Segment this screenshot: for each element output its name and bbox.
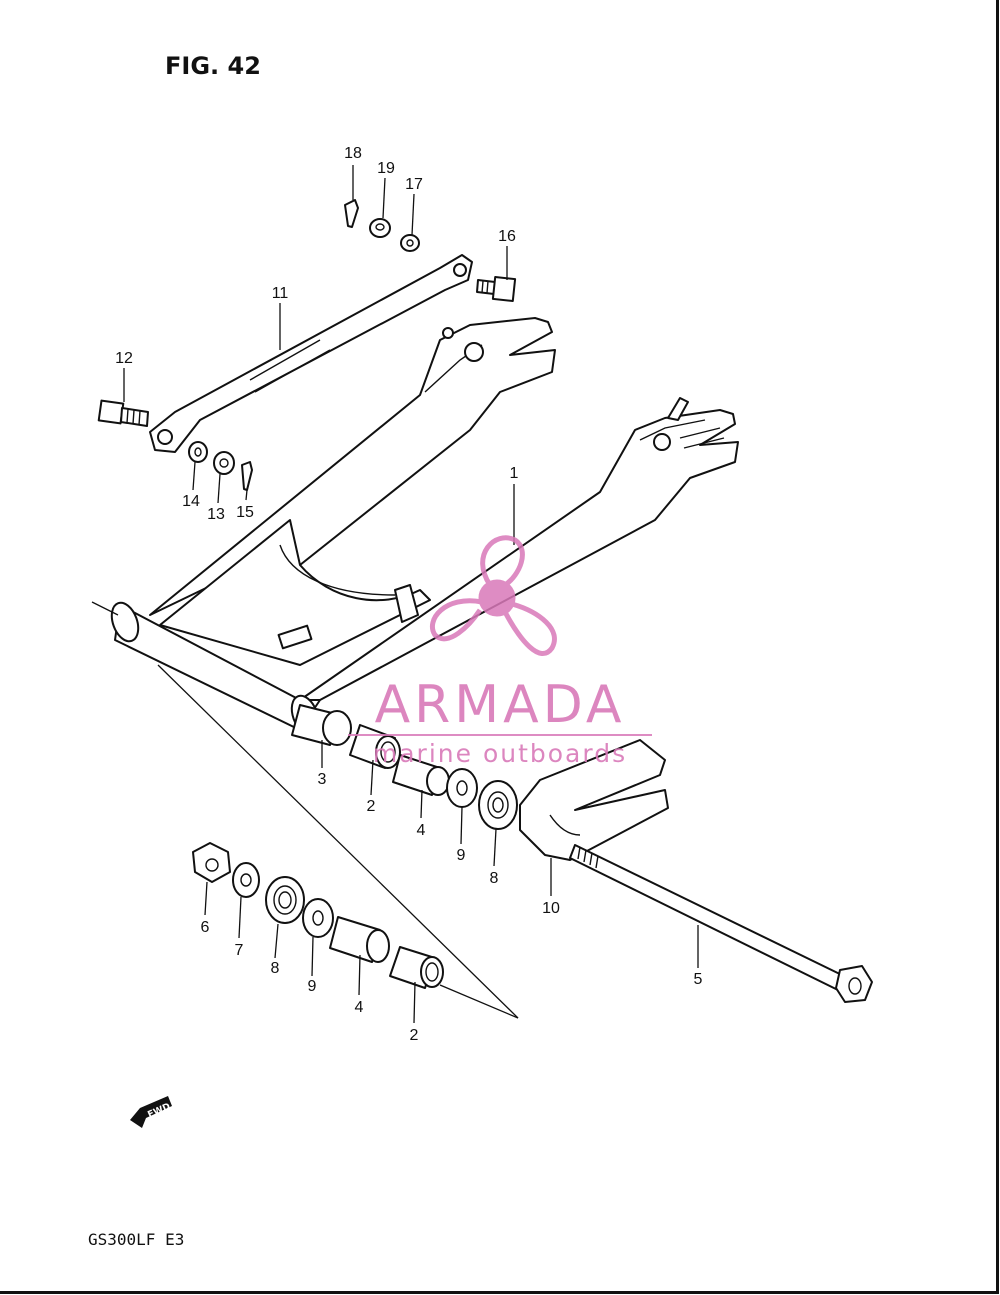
part-label-8-lower: 8 (271, 960, 280, 977)
part-label-14: 14 (182, 493, 200, 510)
part-label-10: 10 (542, 900, 560, 917)
part-label-15: 15 (236, 504, 254, 521)
part-label-17: 17 (405, 176, 423, 193)
part-label-19: 19 (377, 160, 395, 177)
part-label-11: 11 (272, 285, 289, 302)
part-label-7: 7 (235, 942, 244, 959)
chain-buffer-drawing (519, 739, 669, 861)
part-label-18: 18 (344, 145, 362, 162)
pivot-shaft-drawing (569, 844, 873, 1003)
pivot-hardware-upper (291, 704, 518, 830)
part-label-3: 3 (318, 771, 327, 788)
part-labels: 18 19 17 16 11 12 14 13 15 1 3 2 4 9 8 1… (115, 145, 702, 1044)
part-label-12: 12 (115, 350, 133, 367)
part-label-1: 1 (510, 465, 519, 482)
part-label-2-lower: 2 (410, 1027, 419, 1044)
bolt-12-drawing (97, 399, 149, 427)
torque-link-drawing (149, 254, 473, 453)
figure-title: FIG. 42 (165, 52, 261, 80)
part-label-8-upper: 8 (490, 870, 499, 887)
part-label-9-lower: 9 (308, 978, 317, 995)
swingarm-drawing (110, 317, 739, 736)
part-label-4-upper: 4 (417, 822, 426, 839)
watermark-main-text: ARMADA (375, 675, 626, 735)
propeller-logo-icon (430, 535, 557, 656)
watermark-sub-text: marine outboards (373, 739, 627, 768)
watermark: ARMADA marine outboards (348, 535, 652, 768)
small-hardware-drawing (188, 199, 420, 491)
part-label-2-upper: 2 (367, 798, 376, 815)
pivot-hardware-lower (192, 842, 444, 989)
part-label-4-lower: 4 (355, 999, 364, 1016)
leader-lines (123, 165, 699, 1024)
part-label-13: 13 (207, 506, 225, 523)
model-code: GS300LF E3 (88, 1230, 184, 1249)
assembly-guide-lines (91, 601, 519, 1019)
part-label-5: 5 (694, 971, 703, 988)
part-label-6: 6 (201, 919, 210, 936)
bolt-16-drawing (476, 276, 517, 302)
part-label-16: 16 (498, 228, 516, 245)
part-label-9-upper: 9 (457, 847, 466, 864)
